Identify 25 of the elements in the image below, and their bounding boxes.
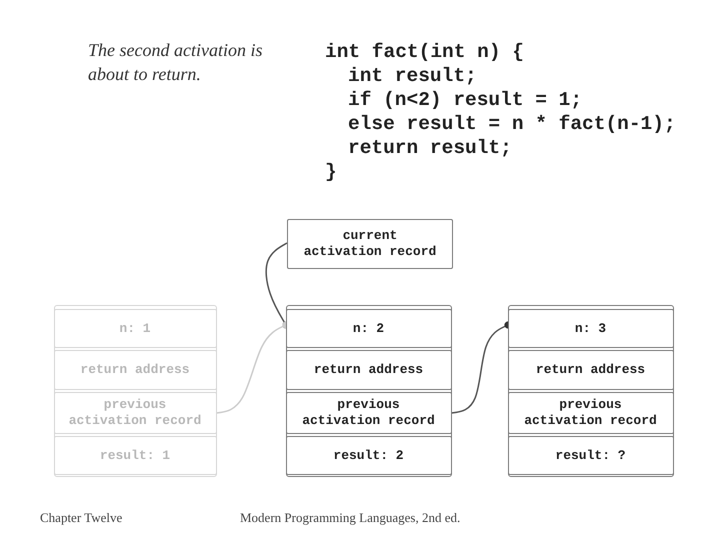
activation-record xyxy=(508,305,674,477)
record-slot: previous activation record xyxy=(54,392,216,434)
record-slot: result: ? xyxy=(508,436,674,475)
slide-note: The second activation is about to return. xyxy=(88,39,264,86)
footer-text: Chapter Twelve xyxy=(40,510,122,526)
record-slot: result: 2 xyxy=(286,436,452,475)
activation-record xyxy=(54,305,217,477)
record-slot: result: 1 xyxy=(54,436,216,475)
record-slot: previous activation record xyxy=(508,392,674,434)
record-slot: return address xyxy=(286,350,452,390)
code-line: int fact(int n) { xyxy=(325,40,524,64)
record-slot: n: 3 xyxy=(508,309,674,348)
code-line: int result; xyxy=(348,64,477,88)
record-slot: previous activation record xyxy=(286,392,452,434)
footer-text: Modern Programming Languages, 2nd ed. xyxy=(240,510,460,526)
code-line: } xyxy=(325,160,337,184)
record-slot: n: 2 xyxy=(286,309,452,348)
record-slot: return address xyxy=(54,350,216,390)
code-line: else result = n * fact(n-1); xyxy=(348,112,676,136)
note-box: current activation record xyxy=(287,219,453,269)
activation-record xyxy=(286,305,452,477)
code-line: return result; xyxy=(348,136,512,160)
code-line: if (n<2) result = 1; xyxy=(348,88,582,112)
record-slot: n: 1 xyxy=(54,309,216,348)
record-slot: return address xyxy=(508,350,674,390)
